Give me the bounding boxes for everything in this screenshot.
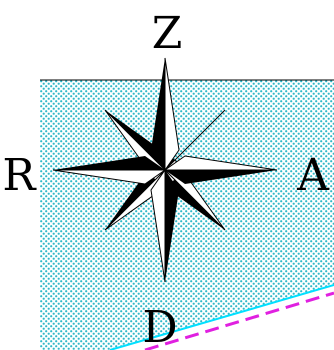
water-area <box>40 80 334 350</box>
label-east: A <box>296 150 330 201</box>
label-north: Z <box>152 8 183 59</box>
label-south: D <box>142 302 177 350</box>
label-west: R <box>2 150 37 201</box>
